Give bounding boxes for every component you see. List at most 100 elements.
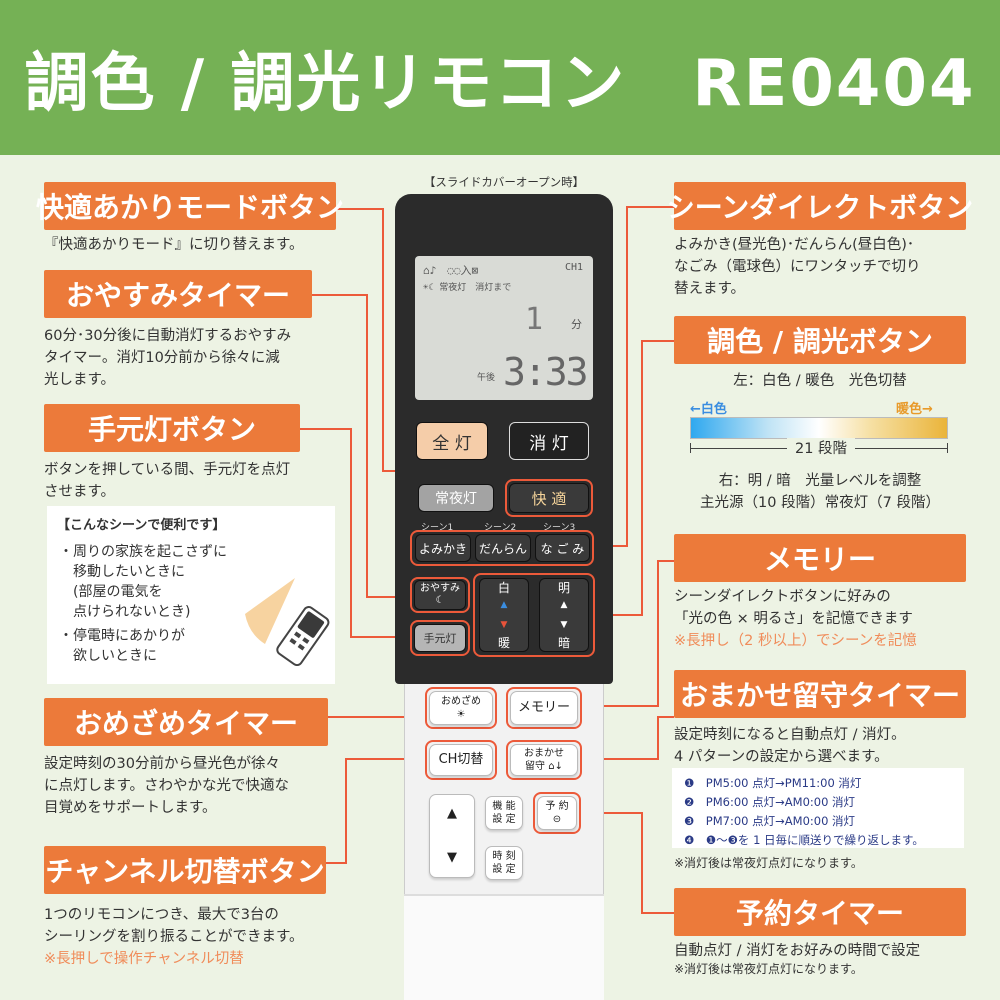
- tag-chousyoku: 調色 / 調光ボタン: [674, 316, 966, 364]
- desc-channel: 1つのリモコンにつき、最大で3台の シーリングを割り振ることができます。 ※長押…: [44, 907, 304, 967]
- lcd-minute-unit: 分: [571, 318, 582, 331]
- tag-channel: チャンネル切替ボタン: [44, 846, 326, 894]
- connector-line: [582, 705, 659, 707]
- chousyoku-detail: 主光源（10 段階）常夜灯（7 段階）: [700, 495, 940, 511]
- connector-line: [657, 716, 659, 760]
- connector-line: [641, 340, 674, 342]
- lcd-home-icon: ⌂♪ ◌◌入⊠: [423, 264, 479, 277]
- tag-memory: メモリー: [674, 534, 966, 582]
- tag-omezame: おめざめタイマー: [44, 698, 328, 746]
- connector-line: [641, 912, 674, 914]
- yoyaku-footnote: ※消灯後は常夜灯点灯になります。: [674, 962, 863, 976]
- omakase-patterns: ❶ PM5:00 点灯→PM11:00 消灯 ❷ PM6:00 点灯→AM0:0…: [672, 768, 964, 848]
- up-arrow-icon: ▲: [447, 806, 457, 821]
- moon-icon: ☾: [435, 595, 445, 606]
- slide-cover: [404, 894, 604, 1000]
- tag-omakase: おまかせ留守タイマー: [674, 670, 966, 718]
- connector-line: [350, 636, 412, 638]
- slide-caption: 【スライドカバーオープン時】: [423, 175, 585, 189]
- sun-icon: ☀: [456, 709, 466, 720]
- connector-line: [626, 206, 628, 546]
- hand-remote-illustration: [245, 578, 330, 666]
- connector-line: [300, 428, 352, 430]
- tag-scene-direct: シーンダイレクトボタン: [667, 182, 973, 230]
- connector-line: [366, 294, 368, 596]
- connector-line: [641, 340, 643, 616]
- connector-line: [657, 560, 674, 562]
- scene2-label: シーン2: [484, 523, 517, 533]
- jouyatou-button[interactable]: 常夜灯: [418, 484, 494, 512]
- desc-scene-direct: よみかき(昼光色)･だんらん(昼白色)･ なごみ（電球色）にワンタッチで切り 替…: [674, 237, 921, 297]
- danshoku-label: 暖色→: [896, 402, 933, 417]
- lcd-status: ☀☾ 常夜灯 消灯まで: [423, 283, 512, 293]
- lcd-channel: CH1: [564, 262, 583, 273]
- hakushoku-label: ←白色: [690, 402, 727, 417]
- lcd-time: 3:33: [503, 350, 589, 394]
- tag-temoto: 手元灯ボタン: [44, 404, 300, 452]
- shoutou-button[interactable]: 消 灯: [509, 422, 589, 460]
- chousyoku-left-label: 左：白色 / 暖色 光色切替: [733, 373, 907, 389]
- nagomi-button[interactable]: な ご み: [535, 534, 590, 562]
- connector-line: [641, 812, 643, 914]
- connector-line: [326, 862, 347, 864]
- connector-line: [345, 758, 347, 862]
- connector-line: [328, 716, 426, 718]
- color-gradient-bar: [690, 417, 948, 439]
- scene3-label: シーン3: [543, 523, 576, 533]
- connector-line: [582, 758, 659, 760]
- page-title: 調色 / 調光リモコン RE0404: [0, 0, 1000, 155]
- scene-box: 【こんなシーンで便利です】 ・周りの家族を起こさずに 移動したいときに (部屋の…: [47, 506, 335, 684]
- connector-line: [382, 208, 384, 470]
- tag-oyasumi: おやすみタイマー: [44, 270, 312, 318]
- up-down-button[interactable]: ▲ ▼: [429, 794, 475, 878]
- lcd-minute-digit: 1: [525, 302, 544, 337]
- connector-line: [366, 596, 412, 598]
- desc-memory: シーンダイレクトボタンに好みの 「光の色 × 明るさ」を記憶できます ※長押し（…: [674, 589, 917, 649]
- omakase-footnote: ※消灯後は常夜灯点灯になります。: [674, 856, 863, 870]
- up-arrow-icon: ▲: [500, 600, 508, 610]
- kinou-settei-button[interactable]: 機 能 設 定: [485, 796, 523, 830]
- connector-line: [345, 758, 425, 760]
- desc-yoyaku: 自動点灯 / 消灯をお好みの時間で設定: [674, 943, 921, 959]
- memory-button[interactable]: メモリー: [510, 691, 578, 725]
- desc-temoto: ボタンを押している間、手元灯を点灯 させます。: [44, 462, 291, 500]
- temoto-button[interactable]: 手元灯: [414, 624, 466, 652]
- connector-line: [657, 560, 659, 706]
- desc-oyasumi: 60分･30分後に自動消灯するおやすみ タイマー。消灯10分前から徐々に減 光し…: [44, 328, 292, 388]
- omakase-button[interactable]: おまかせ 留守 ⌂↓: [510, 744, 578, 776]
- ch-switch-button[interactable]: CH切替: [429, 744, 493, 776]
- connector-line: [598, 614, 643, 616]
- yomikaki-button[interactable]: よみかき: [415, 534, 471, 562]
- clock-icon: ⊝: [552, 814, 562, 825]
- lcd-display: ⌂♪ ◌◌入⊠ CH1 ☀☾ 常夜灯 消灯まで 1 分 午後 3:33: [415, 256, 593, 400]
- yoyaku-button[interactable]: 予 約 ⊝: [537, 796, 577, 830]
- desc-omakase: 設定時刻になると自動点灯 / 消灯。 4 パターンの設定から選べます。: [674, 727, 906, 765]
- lcd-pm: 午後: [477, 373, 496, 383]
- connector-line: [312, 294, 368, 296]
- zentou-button[interactable]: 全 灯: [416, 422, 488, 460]
- steps-label: 21 段階: [787, 438, 856, 460]
- tag-yoyaku: 予約タイマー: [674, 888, 966, 936]
- connector-line: [350, 428, 352, 638]
- desc-kaiteki: 『快適あかりモード』に切り替えます。: [44, 237, 304, 253]
- connector-line: [657, 716, 674, 718]
- down-arrow-icon: ▼: [500, 620, 508, 630]
- jikoku-settei-button[interactable]: 時 刻 設 定: [485, 846, 523, 880]
- chousyoku-right-label: 右：明 / 暗 光量レベルを調整: [718, 473, 922, 489]
- oyasumi-button[interactable]: おやすみ ☾: [414, 580, 466, 610]
- tag-kaiteki: 快適あかりモードボタン: [36, 182, 344, 230]
- up-arrow-icon: ▲: [560, 600, 568, 610]
- remote-control: ⌂♪ ◌◌入⊠ CH1 ☀☾ 常夜灯 消灯まで 1 分 午後 3:33 全 灯 …: [395, 194, 613, 1000]
- connector-line: [626, 206, 674, 208]
- down-arrow-icon: ▼: [447, 850, 457, 865]
- mei-an-button[interactable]: 明 ▲ ▼ 暗: [539, 578, 589, 652]
- danran-button[interactable]: だんらん: [475, 534, 531, 562]
- down-arrow-icon: ▼: [560, 620, 568, 630]
- connector-line: [335, 208, 383, 210]
- connector-line: [583, 812, 643, 814]
- shiro-dan-button[interactable]: 白 ▲ ▼ 暖: [479, 578, 529, 652]
- house-icon: ⌂↓: [548, 761, 563, 772]
- omezame-button[interactable]: おめざめ ☀: [429, 691, 493, 725]
- kaiteki-button[interactable]: 快 適: [509, 483, 589, 513]
- desc-omezame: 設定時刻の30分前から昼光色が徐々 に点灯します。さわやかな光で快適な 目覚めを…: [44, 756, 290, 816]
